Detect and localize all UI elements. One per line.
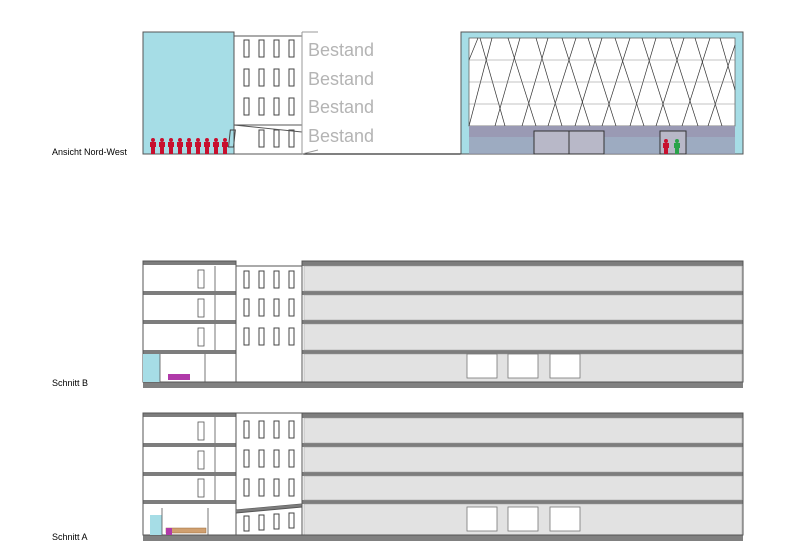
bestand-label-3: Bestand: [308, 97, 374, 117]
elevation-figure-green: [674, 139, 680, 154]
section-b-roof: [302, 261, 743, 266]
bestand-label-4: Bestand: [308, 126, 374, 146]
section-a-view: [142, 412, 744, 541]
section-a-ground: [143, 535, 743, 541]
elevation-middle-block: [233, 35, 303, 155]
bestand-label-1: Bestand: [308, 40, 374, 60]
section-b-glass: [143, 354, 160, 382]
section-a-glass: [150, 515, 162, 535]
elevation-figures: [150, 138, 228, 154]
elevation-glass-tower: [142, 31, 235, 155]
bestand-label-2: Bestand: [308, 69, 374, 89]
section-b-purple-furniture: [168, 374, 190, 380]
section-a-purple-furniture: [166, 528, 172, 535]
section-b-ground: [143, 382, 743, 388]
section-b-view: [142, 260, 744, 388]
label-ansicht-nord-west: Ansicht Nord-West: [52, 147, 127, 157]
elevation-view: Bestand Bestand Bestand Bestand: [142, 31, 744, 155]
label-schnitt-b: Schnitt B: [52, 378, 89, 388]
section-a-roof: [302, 413, 743, 418]
elevation-windows: [227, 39, 295, 148]
elevation-floor-lines: [469, 59, 735, 105]
label-schnitt-a: Schnitt A: [52, 532, 88, 542]
elevation-figure-red: [663, 139, 669, 154]
elevation-side-door: [659, 130, 687, 155]
